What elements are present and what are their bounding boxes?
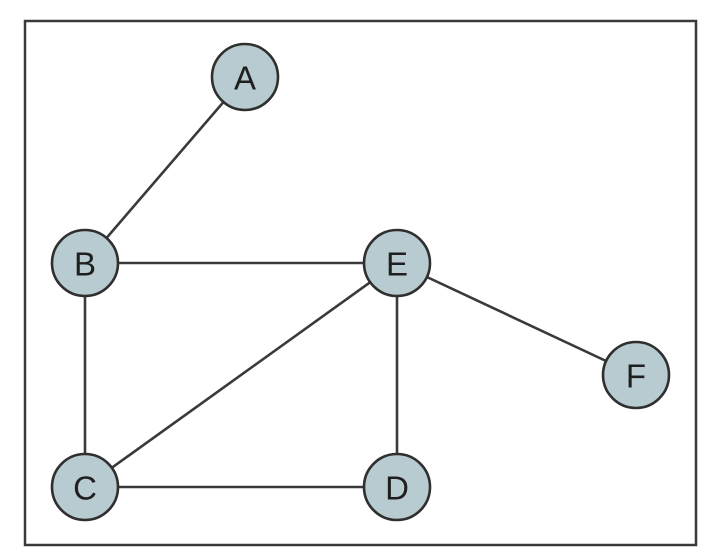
node-b-circle [50,228,120,298]
node-d-label: D [385,470,409,507]
node-a: A [210,42,280,112]
node-d: D [362,452,432,522]
edges-layer [83,75,638,489]
node-a-circle [210,42,280,112]
node-a-label: A [234,60,256,97]
edge-a-b [83,75,247,265]
node-f-label: F [626,358,646,395]
diagram-frame [23,19,698,547]
node-b-label: B [74,246,96,283]
node-e-label: E [386,246,408,283]
node-b: B [50,228,120,298]
node-c-label: C [73,470,97,507]
node-e-circle [362,228,432,298]
nodes-layer: A B C D E F [50,42,671,522]
edge-c-e [83,261,399,489]
node-f-circle [601,340,671,410]
node-c-circle [50,452,120,522]
node-f: F [601,340,671,410]
node-e: E [362,228,432,298]
node-c: C [50,452,120,522]
node-d-circle [362,452,432,522]
edge-e-f [395,261,638,377]
